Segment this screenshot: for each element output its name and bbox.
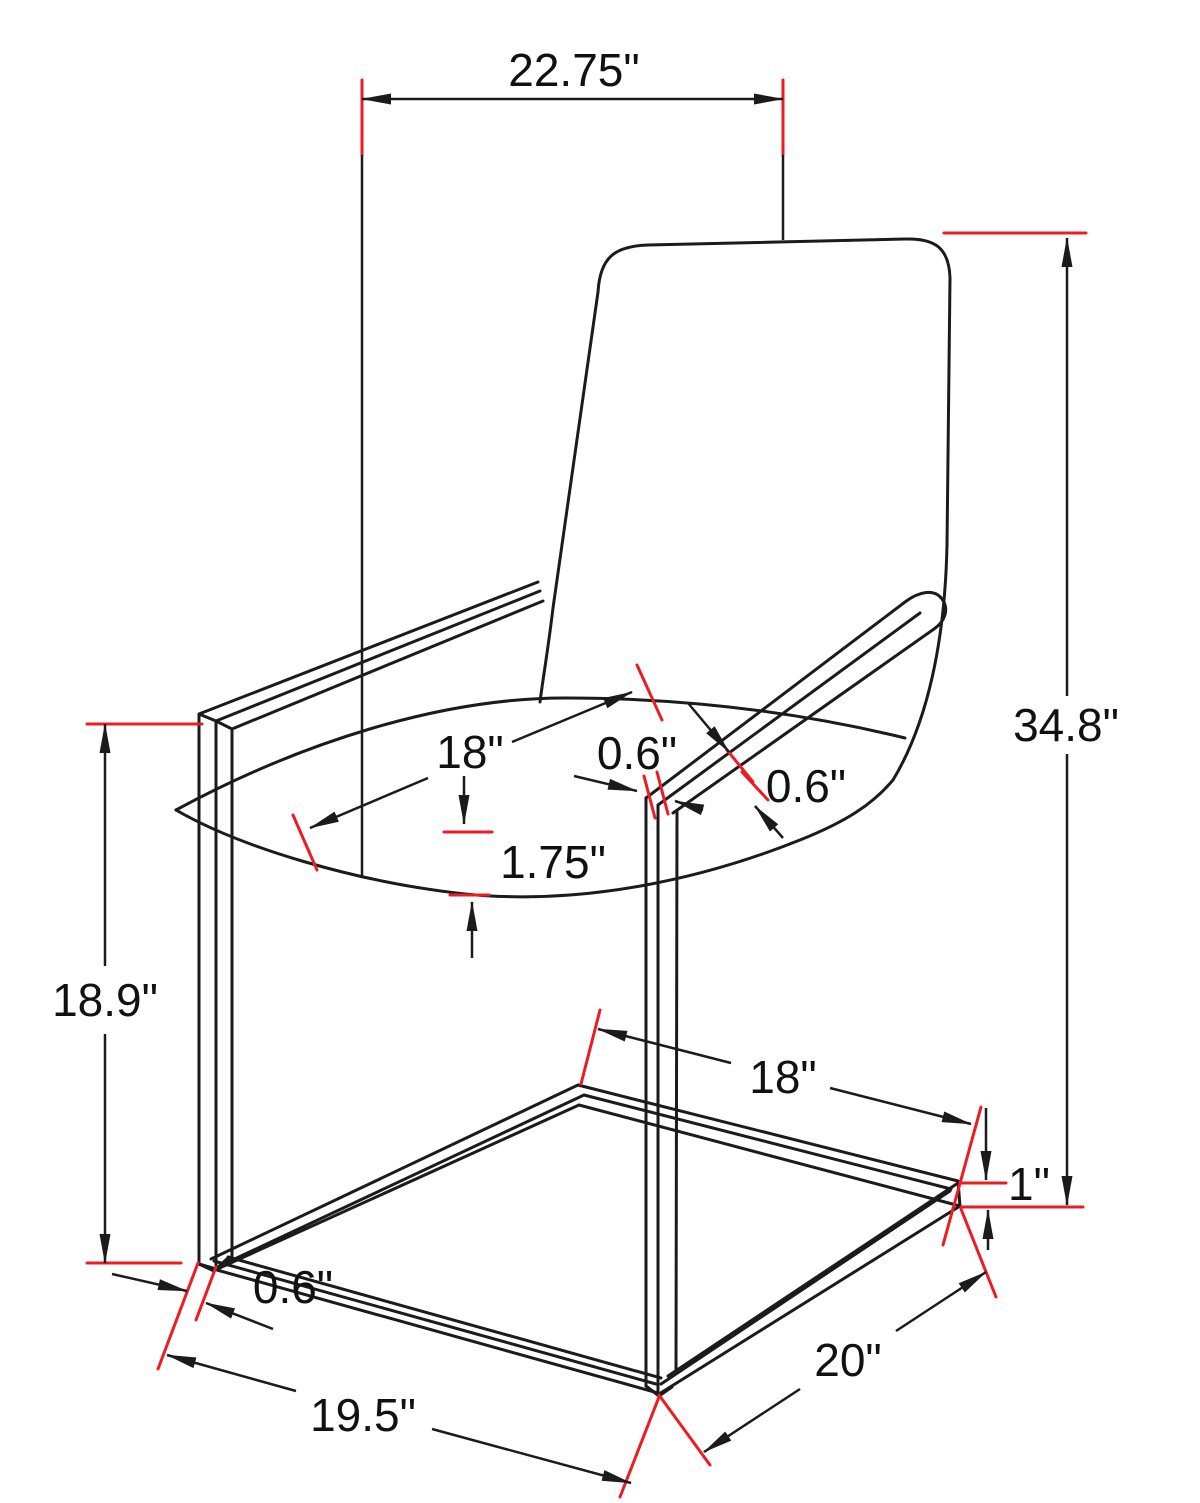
left-post bbox=[197, 712, 234, 1271]
dim-base-rear-right bbox=[829, 1086, 972, 1126]
dim-label-base-rear-width: 18" bbox=[749, 1051, 817, 1103]
dim-label-leg-height: 18.9" bbox=[52, 974, 158, 1026]
dim-arm-post-left-arrow bbox=[573, 774, 638, 793]
dim-base-depth-right-b bbox=[895, 1270, 987, 1333]
tick-arm-post-1 bbox=[642, 774, 657, 820]
dim-arm-post-right-arrow bbox=[674, 799, 705, 816]
dim-base-depth-right-a bbox=[703, 1387, 801, 1454]
chair-outline bbox=[174, 237, 962, 1398]
ext-base-right-front-foot bbox=[657, 1393, 712, 1467]
base-front-bar bbox=[197, 1255, 663, 1395]
base-rear-bar bbox=[576, 1083, 962, 1208]
extension-marks bbox=[85, 78, 1088, 1499]
tick-front-leg bbox=[194, 1265, 218, 1322]
right-arm-bar bbox=[644, 590, 948, 815]
dim-label-tube-height: 1" bbox=[1008, 1158, 1050, 1210]
right-post bbox=[644, 796, 679, 1398]
ext-base-rear-right bbox=[941, 1105, 983, 1247]
dimension-lines bbox=[99, 93, 1073, 1485]
dimension-labels: 22.75" 34.8" 18.9" 18" 0.6" 0.6" 1.75" 1… bbox=[52, 44, 1119, 1441]
backrest-outline bbox=[596, 237, 952, 782]
tick-seat-width-left bbox=[291, 813, 319, 872]
dim-label-overall-width: 22.75" bbox=[508, 44, 639, 96]
tick-seat-width-right bbox=[635, 663, 664, 722]
dim-seat-width-left bbox=[309, 776, 429, 830]
ext-base-rear-left bbox=[579, 1008, 602, 1086]
left-arm-bar bbox=[197, 580, 545, 731]
dim-label-cushion-thickness: 1.75" bbox=[500, 836, 606, 888]
dim-label-base-right-depth: 20" bbox=[814, 1334, 882, 1386]
dim-base-rear-left bbox=[597, 1027, 732, 1065]
dim-label-arm-bar-thickness: 0.6" bbox=[766, 760, 846, 812]
backrest-left-edge bbox=[538, 290, 600, 704]
tick-arm-bar-2 bbox=[740, 770, 770, 802]
seat-bottom-edge bbox=[174, 778, 895, 899]
ext-front-leg-long bbox=[156, 1261, 200, 1371]
dim-arm-bar-lower-arrow bbox=[754, 805, 784, 839]
base-right-runner bbox=[657, 1181, 962, 1396]
tick-arm-bar-1 bbox=[725, 748, 755, 784]
dim-front-leg-right-arrow bbox=[205, 1301, 274, 1331]
ext-base-right-rear-foot bbox=[959, 1207, 998, 1299]
dim-seat-width-right bbox=[511, 690, 633, 744]
dim-arm-bar-upper-arrow bbox=[687, 702, 730, 753]
dim-label-overall-height: 34.8" bbox=[1013, 699, 1119, 751]
dim-label-base-left-depth: 19.5" bbox=[310, 1389, 416, 1441]
dim-label-seat-width: 18" bbox=[436, 726, 504, 778]
dim-label-front-leg-thickness: 0.6" bbox=[253, 1261, 333, 1313]
dim-base-depth-left-a bbox=[166, 1353, 297, 1393]
dim-base-depth-left-b bbox=[431, 1427, 632, 1485]
dim-label-arm-post-width: 0.6" bbox=[597, 727, 677, 779]
tick-arm-post-2 bbox=[655, 770, 670, 816]
base-left-runner bbox=[209, 1083, 586, 1273]
dim-front-leg-left-arrow bbox=[111, 1272, 188, 1293]
